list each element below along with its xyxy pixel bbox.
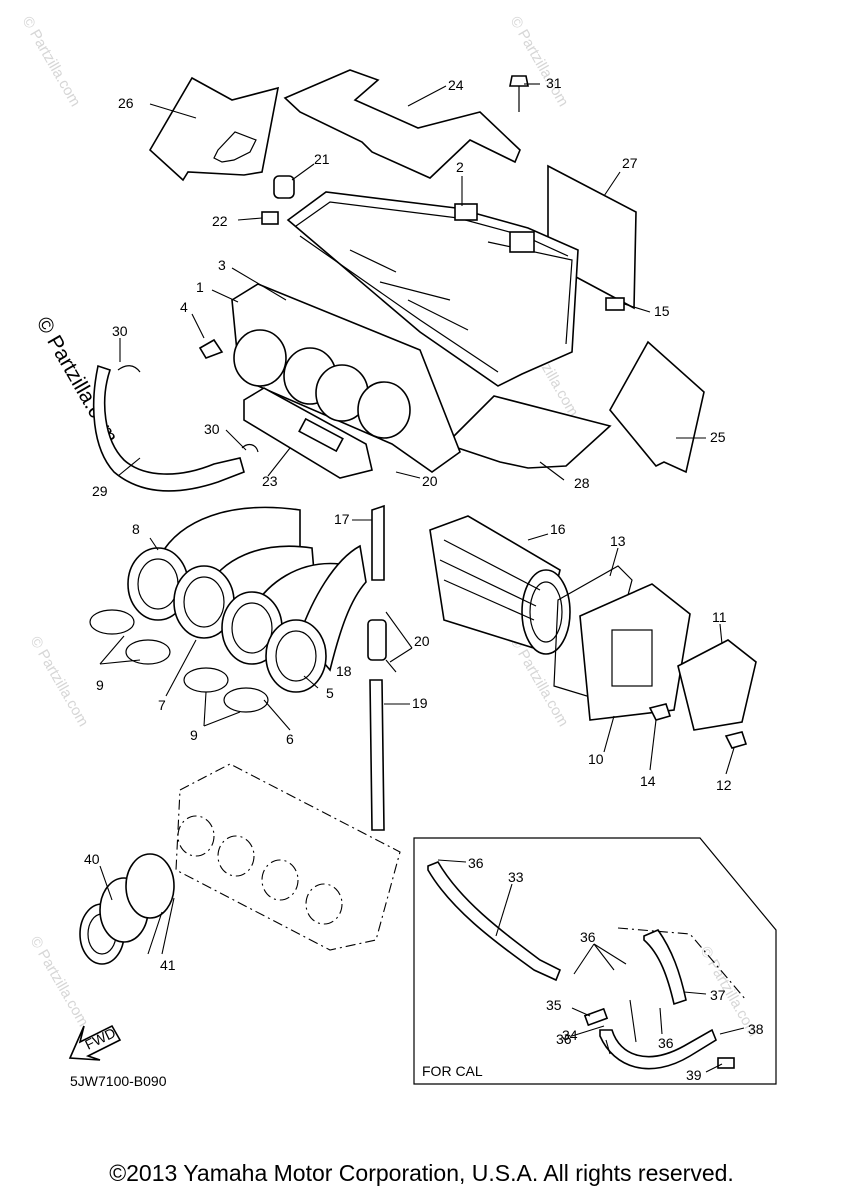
callout-9: 9 — [190, 727, 198, 743]
part-18-fitting — [367, 619, 387, 661]
cal-routing-line — [617, 927, 747, 1001]
part-26-cutout — [213, 131, 257, 163]
cal-inset-frame — [413, 837, 777, 1085]
part-11-cap — [677, 639, 757, 731]
callout-23: 23 — [262, 473, 278, 489]
callout-20: 20 — [414, 633, 430, 649]
callout-12: 12 — [716, 777, 732, 793]
callout-25: 25 — [710, 429, 726, 445]
callout-40: 40 — [84, 851, 100, 867]
part-24-top-cover — [283, 69, 521, 179]
callout-36: 36 — [556, 1031, 572, 1047]
part-2-airbox — [286, 191, 579, 387]
part-29-hose — [92, 364, 245, 492]
watermark: © Partzilla.com — [507, 14, 572, 110]
callout-numbers: 1 2 3 4 5 6 7 8 9 9 10 11 12 13 14 15 16… — [84, 75, 764, 1083]
callout-8: 8 — [132, 521, 140, 537]
inset-label: FOR CAL — [422, 1063, 483, 1079]
copyright-notice: ©2013 Yamaha Motor Corporation, U.S.A. A… — [109, 1160, 734, 1186]
callout-7: 7 — [158, 697, 166, 713]
part-9-clamps-upper — [89, 609, 171, 665]
leader-lines — [99, 83, 745, 1073]
part-21-fitting — [273, 175, 295, 199]
callout-20: 20 — [422, 473, 438, 489]
part-26-side-cover — [148, 76, 280, 182]
part-33-hose — [427, 861, 562, 982]
callout-19: 19 — [412, 695, 428, 711]
callout-2: 2 — [456, 159, 464, 175]
part-23-slot — [298, 417, 344, 453]
watermark: © Partzilla.com — [27, 634, 92, 730]
callout-11: 11 — [712, 609, 727, 625]
callout-9: 9 — [96, 677, 104, 693]
callout-33: 33 — [508, 869, 524, 885]
part-35-fitting — [583, 1007, 609, 1027]
part-5-joint — [265, 544, 367, 693]
callout-16: 16 — [550, 521, 566, 537]
callout-30: 30 — [112, 323, 128, 339]
callout-1: 1 — [196, 279, 204, 295]
callout-4: 4 — [180, 299, 188, 315]
callout-34: 34 — [562, 1027, 578, 1043]
callout-13: 13 — [610, 533, 626, 549]
part-10-cover — [579, 583, 691, 721]
throttle-body-reference — [175, 763, 401, 951]
part-25-side-panel — [609, 340, 705, 474]
callout-10: 10 — [588, 751, 604, 767]
callout-36: 36 — [468, 855, 484, 871]
callout-36: 36 — [580, 929, 596, 945]
part-10-window — [611, 629, 653, 687]
part-19-hose — [369, 679, 385, 831]
callout-39: 39 — [686, 1067, 702, 1083]
callout-24: 24 — [448, 77, 464, 93]
part-4-screw — [198, 338, 224, 359]
part-41-joint — [99, 853, 175, 943]
part-14-screw — [648, 703, 672, 721]
part-30-clamp — [117, 365, 141, 373]
callout-27: 27 — [622, 155, 638, 171]
part-31-bolt — [509, 75, 529, 87]
part-9-clamps-lower — [183, 667, 269, 713]
part-15-grommet — [605, 297, 625, 311]
part-28-plate — [444, 395, 612, 469]
callout-26: 26 — [118, 95, 134, 111]
callout-18: 18 — [336, 663, 352, 679]
part-16-filter — [429, 515, 571, 655]
callout-30: 30 — [204, 421, 220, 437]
watermark-main: © Partzilla.com — [32, 313, 123, 447]
diagram-code: 5JW7100-B090 — [70, 1073, 167, 1089]
fwd-arrow: FWD — [68, 1024, 122, 1061]
part-30-clamp — [241, 443, 259, 453]
callout-38: 38 — [748, 1021, 764, 1037]
callout-17: 17 — [334, 511, 350, 527]
part-37-hose — [643, 929, 687, 1006]
callout-37: 37 — [710, 987, 726, 1003]
part-22-clip — [261, 211, 279, 225]
part-17-hose — [371, 504, 385, 581]
callout-21: 21 — [314, 151, 330, 167]
callout-29: 29 — [92, 483, 108, 499]
callout-35: 35 — [546, 997, 562, 1013]
part-12-screw — [724, 731, 748, 749]
watermark: © Partzilla.com — [19, 14, 84, 110]
callout-5: 5 — [326, 685, 334, 701]
callout-14: 14 — [640, 773, 656, 789]
callout-36: 36 — [658, 1035, 674, 1051]
part-34-hose — [599, 1028, 717, 1070]
callout-28: 28 — [574, 475, 590, 491]
callout-22: 22 — [212, 213, 228, 229]
callout-15: 15 — [654, 303, 670, 319]
callout-6: 6 — [286, 731, 294, 747]
callout-41: 41 — [160, 957, 176, 973]
part-39-bolt — [717, 1057, 735, 1069]
callout-31: 31 — [546, 75, 562, 91]
callout-3: 3 — [218, 257, 226, 273]
part-1-ports — [233, 329, 411, 439]
